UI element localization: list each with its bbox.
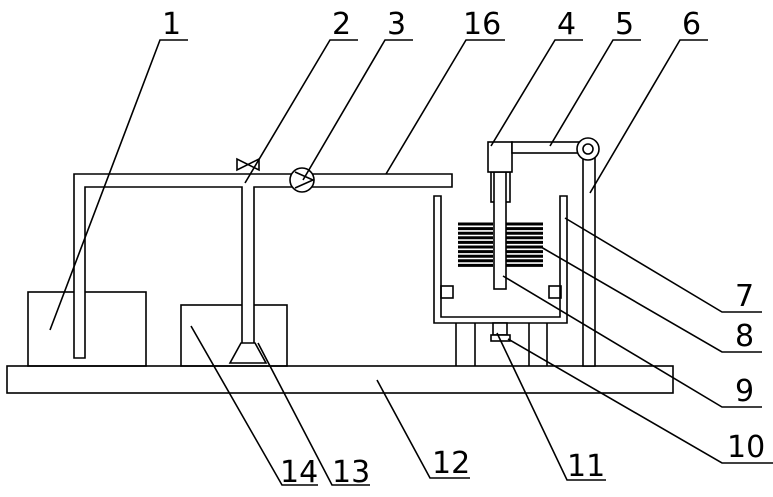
label-9: 9 (735, 374, 754, 409)
pipe-support-base (230, 343, 266, 363)
label-3: 3 (387, 7, 406, 42)
support-post (583, 150, 595, 366)
label-1: 1 (162, 7, 181, 42)
label-6: 6 (682, 7, 701, 42)
pipe (74, 174, 452, 358)
label-4: 4 (557, 7, 576, 42)
label-5: 5 (615, 7, 634, 42)
motor (488, 142, 512, 172)
stirring-shaft (494, 172, 506, 289)
label-16: 16 (463, 7, 501, 42)
label-11: 11 (567, 449, 605, 484)
label-2: 2 (332, 7, 351, 42)
label-14: 14 (280, 455, 318, 490)
label-7: 7 (735, 279, 754, 314)
left-tank (28, 292, 146, 366)
leader-lines (50, 40, 773, 485)
label-10: 10 (727, 430, 765, 465)
label-13: 13 (332, 455, 370, 490)
support-arm (512, 142, 579, 153)
pulley-icon (577, 138, 599, 160)
base-plate (7, 366, 673, 393)
pump-icon (290, 168, 314, 192)
label-8: 8 (735, 319, 754, 354)
label-12: 12 (432, 446, 470, 481)
